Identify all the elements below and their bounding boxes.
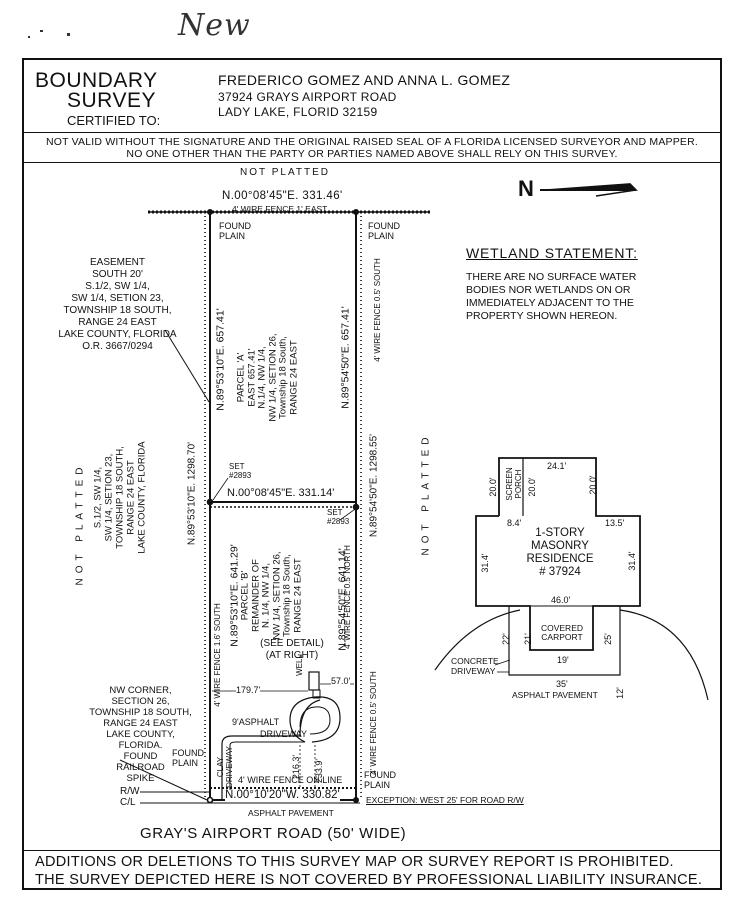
mid-bearing: N.00°08'45"E. 331.14': [227, 487, 335, 499]
east-total-bearing: N.89°54'50"E. 1298.55': [368, 433, 380, 538]
asphalt-pavement-detail: ASPHALT PAVEMENT: [512, 690, 598, 700]
notice-line2: NO ONE OTHER THAN THE PARTY OR PARTIES N…: [126, 148, 618, 160]
north-arrow-letter: N: [518, 176, 534, 201]
dim-35: 35': [556, 679, 568, 689]
dim-20-0-b: 20.0': [527, 477, 537, 497]
handwritten-note: New: [178, 8, 251, 43]
notice-divider: [22, 162, 722, 163]
dimension-179-7: 179.7': [236, 685, 261, 695]
footer-divider: [22, 850, 722, 851]
notice-line1: NOT VALID WITHOUT THE SIGNATURE AND THE …: [45, 136, 699, 148]
scan-speck: [67, 33, 70, 36]
nw-corner-note: NW CORNER,SECTION 26,TOWNSHIP 18 SOUTH,R…: [89, 685, 192, 784]
asphalt-pavement-plat: ASPHALT PAVEMENT: [248, 808, 334, 818]
well-label: WELL: [295, 654, 304, 676]
rw-label: R/W: [120, 786, 140, 797]
west-total-bearing: N.89°53'10"E. 1298.70': [186, 441, 198, 546]
dim-21: 21': [523, 633, 533, 645]
cl-label: C/L: [120, 797, 136, 808]
client-address-line2: LADY LAKE, FLORID 32159: [218, 105, 378, 119]
north-bearing: N.00°08'45"E. 331.46': [222, 190, 343, 202]
left-parcel-description: S.1/2, SW 1/4,SW 1/4, SETION 23,TOWNSHIP…: [92, 441, 148, 554]
client-name: FREDERICO GOMEZ AND ANNA L. GOMEZ: [218, 72, 511, 88]
dim-13-5: 13.5': [605, 518, 625, 528]
certified-to-label: CERTIFIED TO:: [67, 113, 161, 128]
set-2893-marker-b: SET#2893: [327, 508, 350, 526]
parcel-a-east-bearing: N.89°54'50"E. 657.41': [339, 306, 352, 409]
see-detail-note: (SEE DETAIL)(AT RIGHT): [260, 638, 324, 661]
parcel-a-description: PARCEL 'A'EAST 657.41'N.1/4, NW 1/4,NW 1…: [235, 333, 300, 422]
survey-sheet-frame: [22, 58, 722, 890]
not-platted-left: NOT PLATTED: [74, 462, 86, 586]
client-address-line1: 37924 GRAYS AIRPORT ROAD: [218, 90, 397, 104]
fence-b-east-top-note: 4' WIRE FENCE 0.5' NORTH: [343, 545, 352, 649]
not-platted-top: NOT PLATTED: [240, 167, 330, 178]
dim-20-0-a: 20.0': [488, 477, 498, 497]
dim-12: 12': [615, 687, 625, 699]
not-platted-right: NOT PLATTED: [420, 432, 432, 556]
dim-31-4-a: 31.4': [480, 553, 490, 573]
set-2893-marker-a: SET#2893: [229, 462, 252, 480]
title-boundary: BOUNDARY: [35, 69, 158, 92]
footer-line2: THE SURVEY DEPICTED HERE IS NOT COVERED …: [35, 872, 703, 888]
dim-24-1: 24.1': [547, 461, 567, 471]
east-fence-a-note: 4' WIRE FENCE 0.5' SOUTH: [373, 258, 382, 362]
dim-25: 25': [603, 633, 613, 645]
fence-b-east-bottom-note: 4' WIRE FENCE 0.5' SOUTH: [369, 671, 378, 775]
dim-46-0: 46.0': [551, 595, 571, 605]
wetland-statement-title: WETLAND STATEMENT:: [466, 245, 638, 261]
fence-on-line-note: 4' WIRE FENCE ON LINE: [238, 775, 343, 785]
dimension-57-0: 57.0': [331, 676, 351, 686]
fence-b-west-note: 4' WIRE FENCE 1.6' SOUTH: [213, 603, 222, 707]
north-fence-note: 4' WIRE FENCE 1' EAST: [232, 204, 328, 214]
header-divider: [22, 132, 722, 133]
parcel-a-west-bearing: N.89°53'10"E. 657.41': [214, 308, 227, 411]
dim-8-4: 8.4': [507, 518, 522, 528]
title-survey: SURVEY: [67, 89, 156, 112]
footer-line1: ADDITIONS OR DELETIONS TO THIS SURVEY MA…: [35, 854, 674, 870]
exception-note: EXCEPTION: WEST 25' FOR ROAD R/W: [366, 795, 524, 805]
dim-22: 22': [501, 633, 511, 645]
scan-speck: [28, 36, 30, 38]
scan-speck: [40, 30, 43, 32]
south-bearing: N.00°10'20"W. 330.82': [225, 789, 340, 801]
dim-20-0-c: 20.0': [588, 475, 598, 495]
road-label: GRAY'S AIRPORT ROAD (50' WIDE): [140, 825, 407, 842]
dimension-233-9: 233.9': [314, 758, 324, 784]
dim-19: 19': [557, 655, 569, 665]
dim-31-4-b: 31.4': [627, 551, 637, 571]
